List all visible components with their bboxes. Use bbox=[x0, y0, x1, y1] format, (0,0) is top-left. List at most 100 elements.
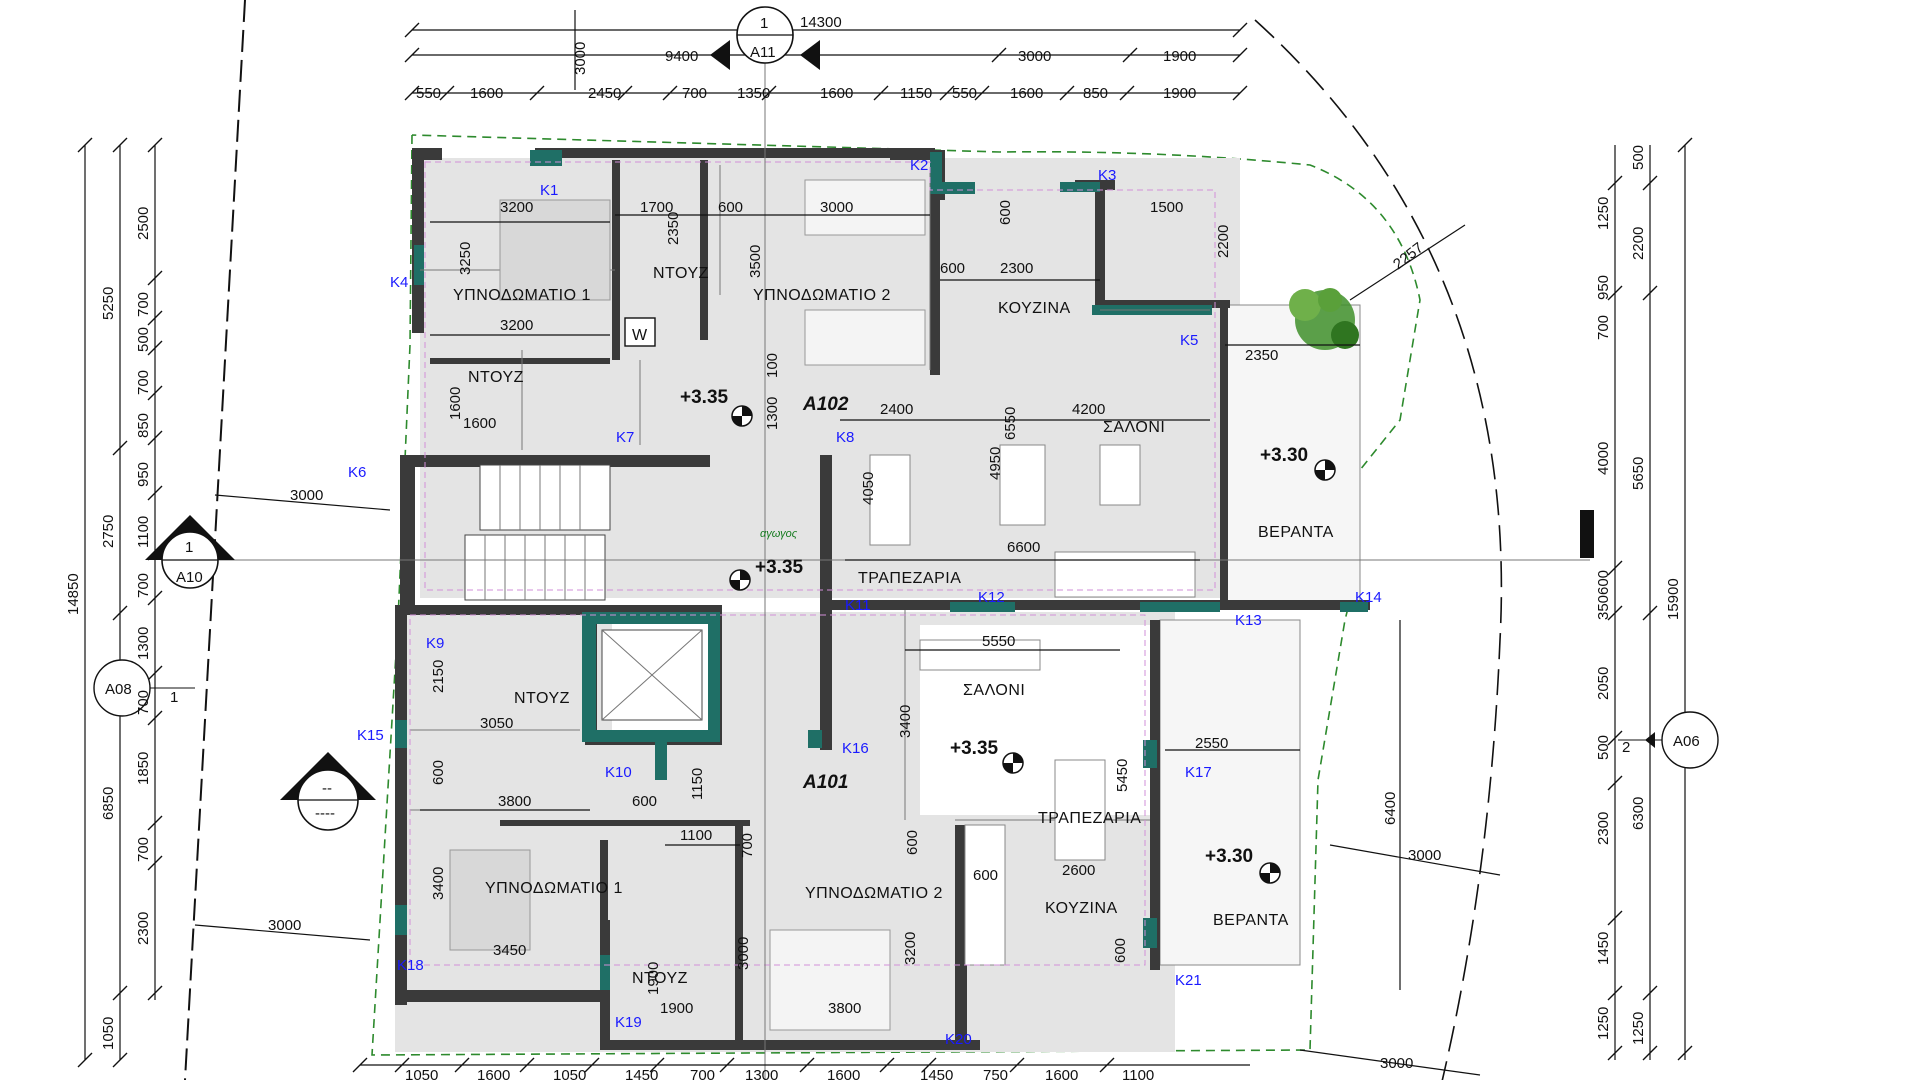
svg-text:1100: 1100 bbox=[680, 827, 712, 844]
window-tag: K18 bbox=[397, 957, 424, 974]
dim-label: 14300 bbox=[800, 14, 842, 31]
svg-text:1150: 1150 bbox=[689, 768, 706, 800]
axis-a10-end-marker bbox=[1580, 510, 1594, 558]
section-marker-a08[interactable] bbox=[93, 659, 195, 717]
dim-label: 700 bbox=[135, 292, 152, 317]
duct-note: αγωγος bbox=[760, 528, 798, 540]
dim-label: 1050 bbox=[405, 1067, 438, 1080]
svg-text:700: 700 bbox=[739, 833, 756, 858]
dim-label: 1100 bbox=[135, 516, 152, 548]
svg-text:3250: 3250 bbox=[457, 242, 474, 275]
dim-label: 6850 bbox=[100, 787, 117, 820]
dim-chain-left bbox=[77, 137, 163, 1068]
room-bedroom1-top: ΥΠΝΟΔΩΜΑΤΙΟ 1 bbox=[453, 287, 591, 304]
dim-label: 350 bbox=[1595, 595, 1612, 620]
dim-label: 14850 bbox=[65, 573, 82, 615]
section-a08-label: A08 bbox=[105, 681, 132, 698]
svg-text:3200: 3200 bbox=[500, 199, 533, 216]
dim-label: 550 bbox=[416, 85, 441, 102]
dim-label: 700 bbox=[135, 573, 152, 598]
dim-label: 1350 bbox=[737, 85, 770, 102]
dim-label: 1600 bbox=[827, 1067, 860, 1080]
svg-text:3000: 3000 bbox=[290, 487, 323, 504]
room-bedroom2-top: ΥΠΝΟΔΩΜΑΤΙΟ 2 bbox=[753, 287, 891, 304]
svg-text:1900: 1900 bbox=[645, 962, 662, 995]
section-marker-a10[interactable] bbox=[145, 515, 235, 589]
dim-label: 1600 bbox=[1010, 85, 1043, 102]
interior-dims: 3200 3250 3200 1700 2350 600 3500 3000 6… bbox=[268, 199, 1441, 1072]
room-bedroom1-bot: ΥΠΝΟΔΩΜΑΤΙΟ 1 bbox=[485, 880, 623, 897]
svg-text:3400: 3400 bbox=[897, 705, 914, 738]
dim-label: 2450 bbox=[588, 85, 621, 102]
veranda-bottom-area bbox=[1159, 619, 1301, 966]
room-dining-bot: ΤΡΑΠΕΖΑΡΙΑ bbox=[1038, 810, 1141, 827]
dim-label: 500 bbox=[1630, 145, 1647, 170]
dim-chain-right bbox=[1607, 137, 1693, 1061]
svg-text:2300: 2300 bbox=[1000, 260, 1033, 277]
svg-text:2350: 2350 bbox=[665, 212, 682, 245]
room-veranda-top: ΒΕΡΑΝΤΑ bbox=[1258, 524, 1334, 541]
apartment-label-bottom: A101 bbox=[802, 772, 848, 793]
svg-text:3000: 3000 bbox=[268, 917, 301, 934]
dim-label: 1450 bbox=[625, 1067, 658, 1080]
washer-box bbox=[624, 317, 656, 347]
dim-label: 6300 bbox=[1630, 797, 1647, 830]
svg-text:3200: 3200 bbox=[902, 932, 919, 965]
dim-label: 700 bbox=[135, 370, 152, 395]
svg-text:3000: 3000 bbox=[735, 937, 752, 970]
window-tag: K16 bbox=[842, 740, 869, 757]
svg-text:3000: 3000 bbox=[1380, 1055, 1413, 1072]
section-a08-number: 1 bbox=[170, 689, 178, 706]
room-shower-top-a: ΝΤΟΥΖ bbox=[653, 265, 709, 282]
window-tag: K19 bbox=[615, 1014, 642, 1031]
dim-label: 1600 bbox=[470, 85, 503, 102]
svg-text:2350: 2350 bbox=[1245, 347, 1278, 364]
wall-accents bbox=[395, 150, 1368, 990]
svg-text:100: 100 bbox=[764, 353, 781, 378]
dim-label: 3000 bbox=[1018, 48, 1051, 65]
window-tag: K20 bbox=[945, 1031, 972, 1048]
svg-text:600: 600 bbox=[632, 793, 657, 810]
svg-text:600: 600 bbox=[430, 760, 447, 785]
dim-label: 2200 bbox=[1630, 227, 1647, 260]
svg-text:1700: 1700 bbox=[640, 199, 673, 216]
level-label: +3.35 bbox=[680, 387, 729, 408]
section-a11-number: 1 bbox=[760, 15, 768, 32]
window-tag: K12 bbox=[978, 589, 1005, 606]
section-a11-label: A11 bbox=[750, 44, 776, 61]
room-shower-bot-b: ΝΤΟΥΖ bbox=[632, 970, 688, 987]
section-a10-label: A10 bbox=[176, 569, 203, 586]
window-tag: K1 bbox=[540, 182, 558, 199]
svg-text:1600: 1600 bbox=[463, 415, 496, 432]
level-label: +3.35 bbox=[950, 738, 999, 759]
dim-label: 3000 bbox=[572, 42, 589, 75]
furniture bbox=[449, 179, 1196, 1031]
dim-label: 700 bbox=[135, 690, 152, 715]
dim-label: 1600 bbox=[1045, 1067, 1078, 1080]
svg-text:3000: 3000 bbox=[1408, 847, 1441, 864]
dim-label: 750 bbox=[983, 1067, 1008, 1080]
dim-label: 950 bbox=[1595, 275, 1612, 300]
dim-label: 1150 bbox=[900, 85, 932, 102]
window-tag: K14 bbox=[1355, 589, 1382, 606]
section-marker-a11[interactable] bbox=[710, 6, 820, 70]
dim-label: 2500 bbox=[135, 207, 152, 240]
svg-text:600: 600 bbox=[904, 830, 921, 855]
dim-label: 500 bbox=[1595, 735, 1612, 760]
svg-text:3450: 3450 bbox=[493, 942, 526, 959]
section-a10-number: 1 bbox=[185, 539, 193, 556]
apartment-label-top: A102 bbox=[802, 394, 849, 415]
section-a06-label: A06 bbox=[1673, 733, 1700, 750]
section-marker-blank[interactable] bbox=[280, 752, 376, 831]
room-dining-top: ΤΡΑΠΕΖΑΡΙΑ bbox=[858, 570, 961, 587]
room-kitchen-bot: ΚΟΥΖΙΝΑ bbox=[1045, 900, 1118, 917]
svg-text:1900: 1900 bbox=[660, 1000, 693, 1017]
dim-label: 1450 bbox=[920, 1067, 953, 1080]
svg-text:3400: 3400 bbox=[430, 867, 447, 900]
level-label: +3.30 bbox=[1205, 846, 1253, 867]
section-marker-a06[interactable] bbox=[1618, 711, 1719, 769]
section-blank-ref: ---- bbox=[315, 805, 335, 822]
dim-label: 1600 bbox=[820, 85, 853, 102]
level-label: +3.30 bbox=[1260, 445, 1308, 466]
window-tag: K11 bbox=[845, 597, 871, 614]
